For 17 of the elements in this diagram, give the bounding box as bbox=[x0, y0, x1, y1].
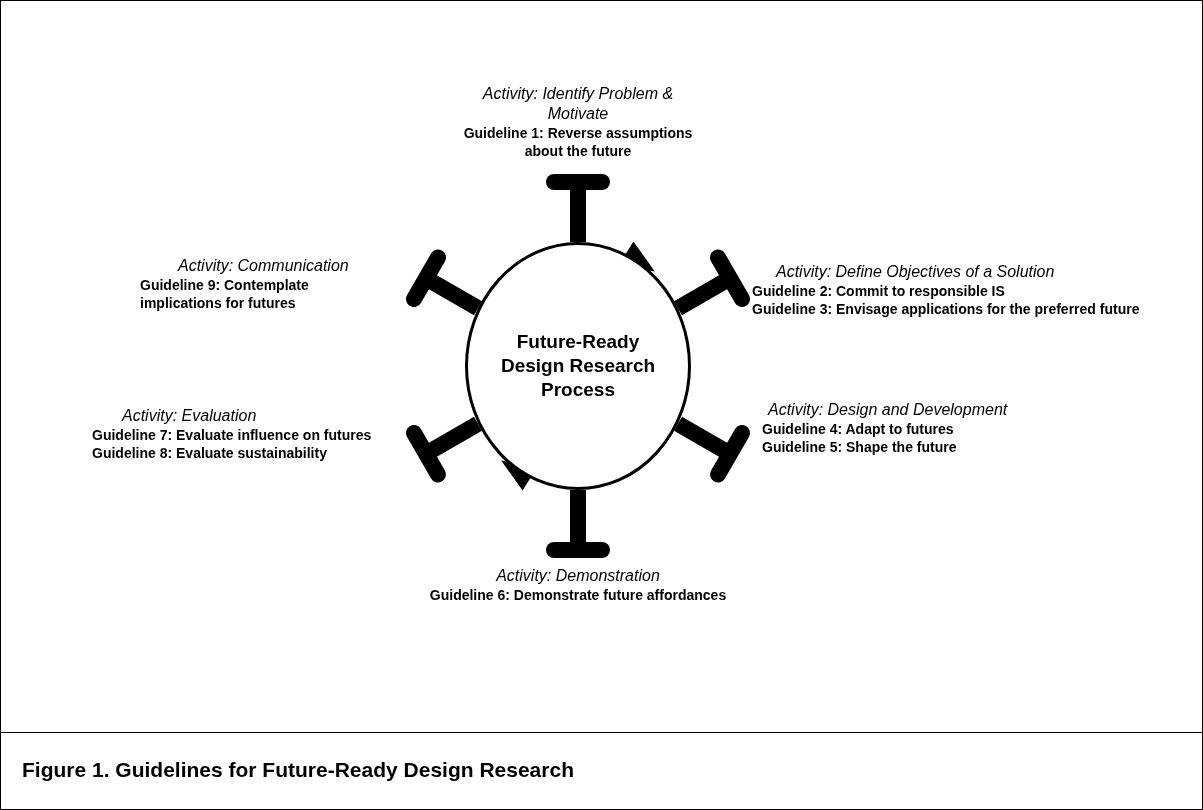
activity-heading: Activity: Define Objectives of a Solution bbox=[774, 262, 1056, 282]
guideline-text: Guideline 5: Shape the future bbox=[762, 438, 958, 456]
guideline-text: Guideline 2: Commit to responsible IS bbox=[752, 282, 1006, 300]
guideline-text: Guideline 9: Contemplate implications for futures bbox=[140, 276, 310, 312]
guideline-text: Guideline 7: Evaluate influence on futures bbox=[92, 426, 373, 444]
activity-heading: Activity: Evaluation bbox=[120, 406, 258, 426]
activity-heading: Activity: Demonstration bbox=[494, 566, 661, 586]
figure-caption: Figure 1. Guidelines for Future-Ready Design Research bbox=[22, 758, 574, 782]
process-title: Future-Ready Design Research Process bbox=[499, 330, 657, 402]
activity-heading: Activity: Communication bbox=[176, 256, 350, 276]
activity-heading: Activity: Identify Problem & Motivate bbox=[481, 84, 675, 124]
guideline-text: Guideline 4: Adapt to futures bbox=[762, 420, 955, 438]
activity-heading: Activity: Design and Development bbox=[766, 400, 1009, 420]
guideline-text: Guideline 3: Envisage applications for the preferred future bbox=[752, 300, 1141, 318]
guideline-text: Guideline 8: Evaluate sustainability bbox=[92, 444, 328, 462]
guideline-text: Guideline 6: Demonstrate future affordances bbox=[428, 586, 728, 604]
guideline-text: Guideline 1: Reverse assumptions about the future bbox=[462, 124, 694, 160]
